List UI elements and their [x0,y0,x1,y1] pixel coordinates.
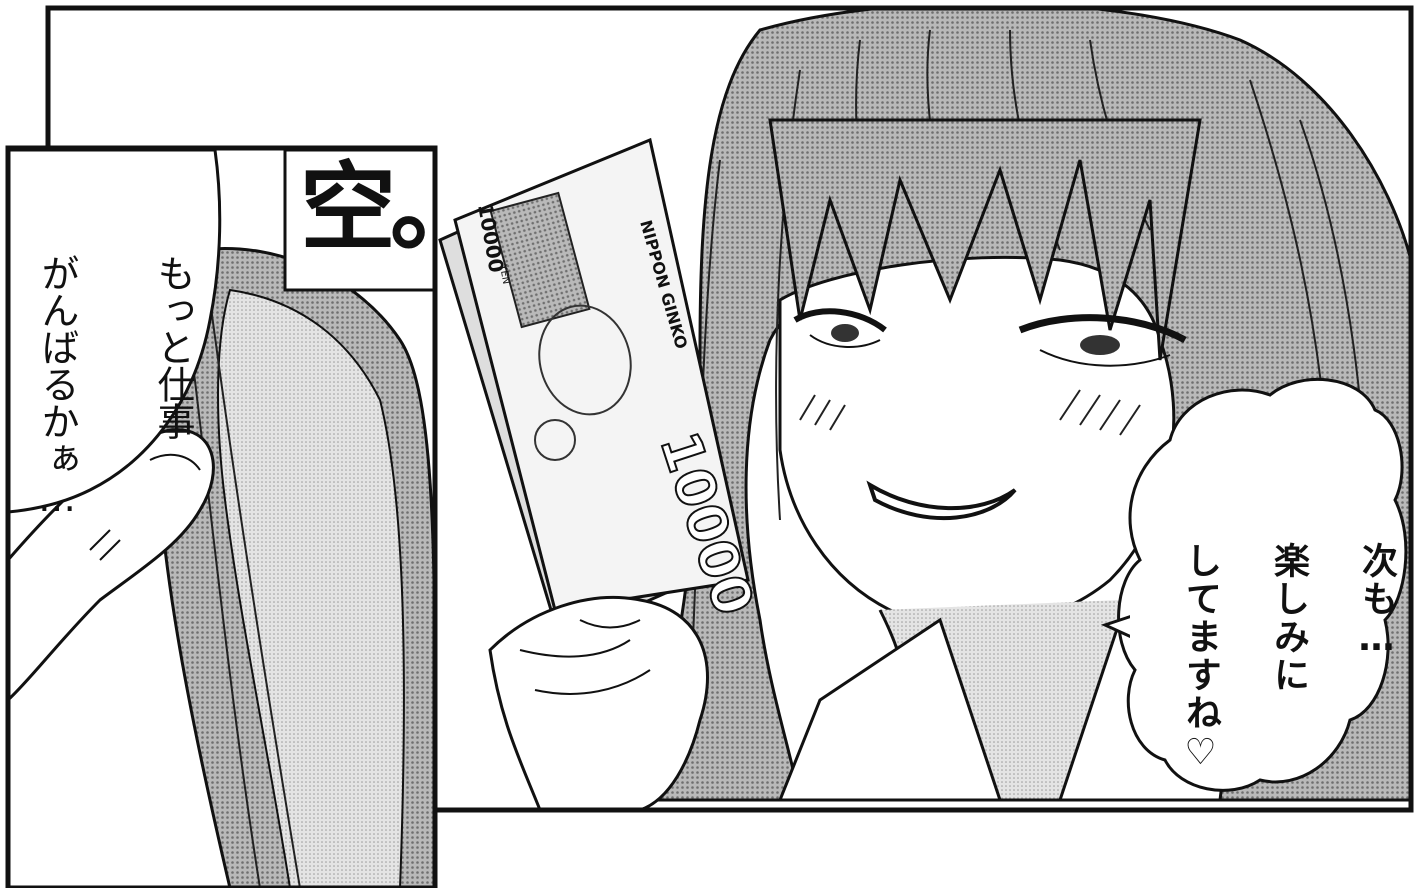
speech-right-line-2: 楽しみに [1268,542,1309,694]
blush [799,389,1141,436]
speech-bubble-left [8,148,222,514]
collar [777,617,1232,802]
speech-left-line-1: もっと仕事 [151,254,195,439]
speech-left-line-2: がんばるかぁ… [35,254,79,519]
hand [488,596,709,810]
left-panel-border [5,145,438,888]
speech-text-right: 次も… 楽しみに してますね♡ [1178,456,1419,775]
sfx-box [283,148,435,292]
smile [866,480,1017,521]
sfx-empty: 空。 [300,152,486,264]
speech-text-left: もっと仕事 がんばるかぁ… [28,168,260,519]
left-panel [8,148,435,888]
speech-right-line-3: してますね♡ [1180,542,1221,775]
eyes [793,308,1187,367]
speech-right-line-1: 次も… [1356,542,1397,661]
banknote-currency: YEN [497,263,511,286]
bangs [768,118,1202,361]
